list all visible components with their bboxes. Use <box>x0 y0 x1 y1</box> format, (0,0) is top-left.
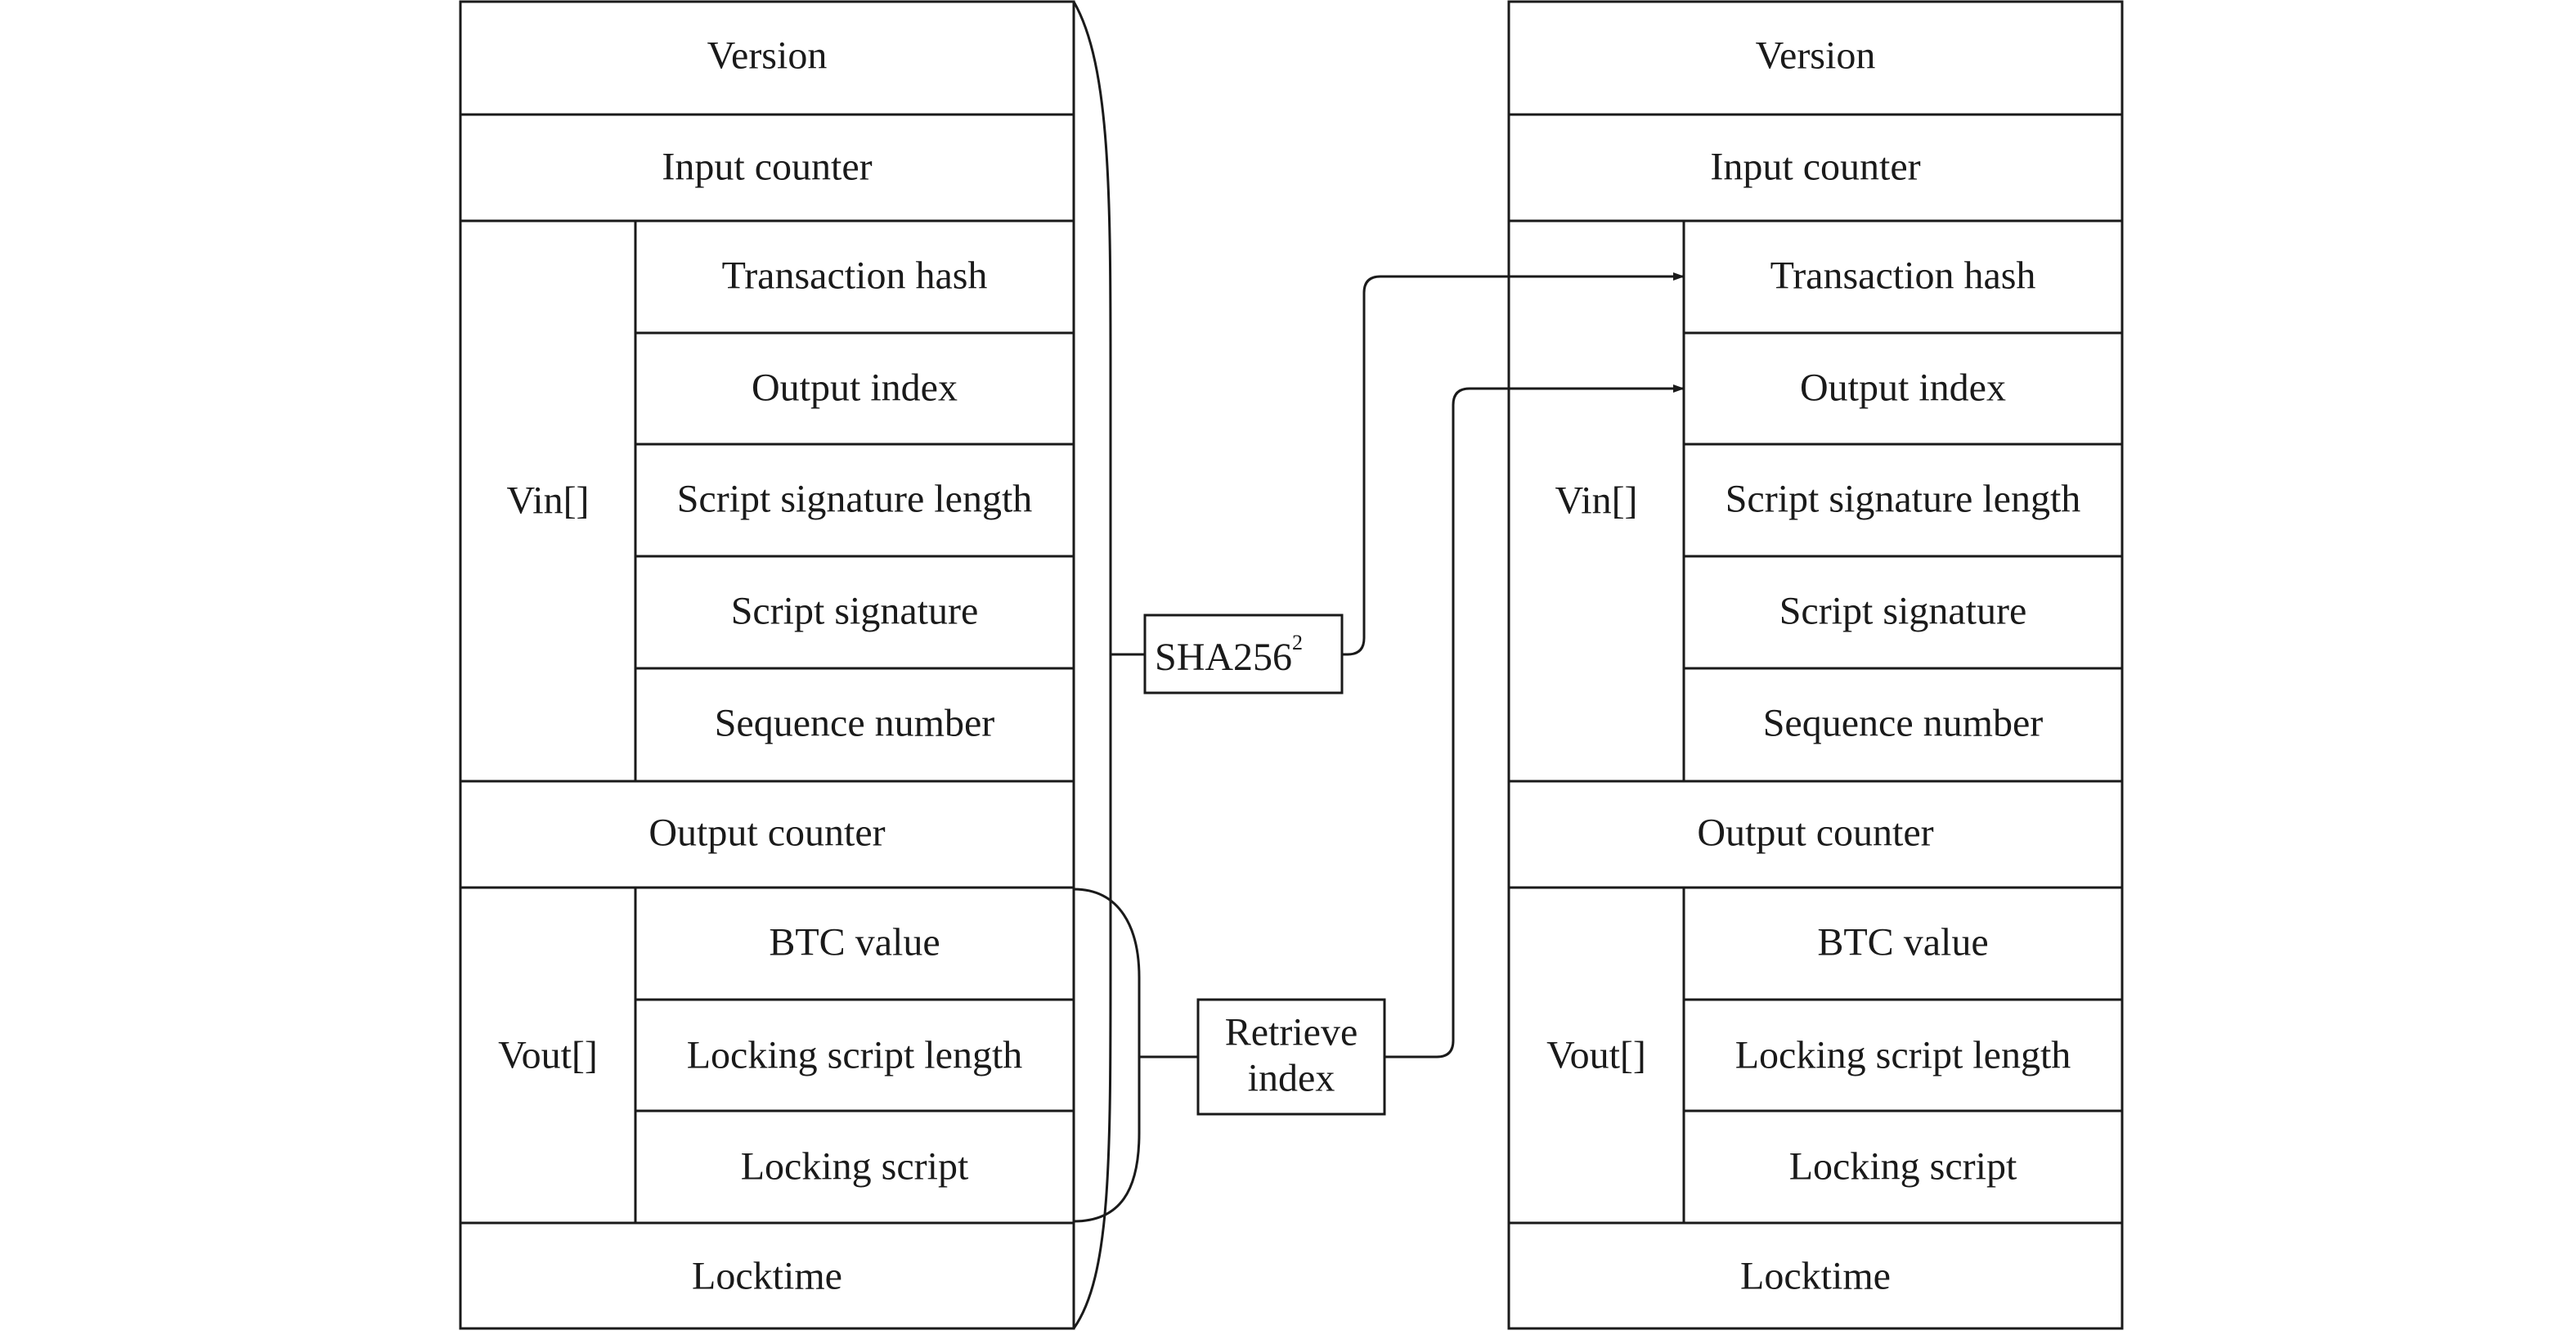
left-vout-locking-script: Locking script <box>741 1145 969 1189</box>
right-vin-output-index: Output index <box>1800 366 2006 410</box>
left-vout-label: Vout[] <box>498 1034 598 1077</box>
left-input-counter: Input counter <box>662 146 872 189</box>
left-vin-transaction-hash: Transaction hash <box>722 254 988 298</box>
right-vout-locking-script-length: Locking script length <box>1735 1034 2071 1077</box>
right-vout-label: Vout[] <box>1546 1034 1646 1077</box>
right-transaction-table <box>1507 0 2124 1330</box>
right-vout-btc-value: BTC value <box>1817 921 1988 964</box>
sha256-label: SHA2562 <box>1155 631 1303 679</box>
left-vin-sequence-number: Sequence number <box>715 702 995 745</box>
left-vout-btc-value: BTC value <box>769 921 940 964</box>
retrieve-label-line1: Retrieve <box>1225 1011 1358 1054</box>
sha256-text: SHA256 <box>1155 636 1292 679</box>
right-output-counter: Output counter <box>1697 811 1933 855</box>
left-locktime: Locktime <box>692 1255 842 1298</box>
right-vin-transaction-hash: Transaction hash <box>1770 254 2036 298</box>
right-input-counter: Input counter <box>1710 146 1920 189</box>
right-version: Version <box>1756 34 1876 78</box>
hash-arrow <box>1342 272 1685 656</box>
right-vin-script-signature: Script signature <box>1779 590 2027 633</box>
left-version: Version <box>707 34 828 78</box>
right-vin-script-signature-length: Script signature length <box>1726 478 2081 521</box>
retrieve-label-line2: index <box>1248 1057 1335 1100</box>
right-vin-label: Vin[] <box>1555 479 1637 523</box>
right-vin-sequence-number: Sequence number <box>1763 702 2044 745</box>
left-vout-locking-script-length: Locking script length <box>687 1034 1023 1077</box>
left-vin-label: Vin[] <box>506 479 589 523</box>
index-arrow <box>1384 384 1685 1059</box>
sha256-superscript: 2 <box>1292 631 1303 654</box>
left-output-counter: Output counter <box>648 811 885 855</box>
vout-brace <box>1073 888 1141 1223</box>
whole-transaction-brace <box>1072 1 1112 1329</box>
right-vout-locking-script: Locking script <box>1789 1145 2017 1189</box>
left-transaction-table <box>459 0 1075 1330</box>
right-locktime: Locktime <box>1740 1255 1891 1298</box>
left-vin-script-signature: Script signature <box>731 590 979 633</box>
left-vin-output-index: Output index <box>752 366 958 410</box>
left-vin-script-signature-length: Script signature length <box>677 478 1033 521</box>
